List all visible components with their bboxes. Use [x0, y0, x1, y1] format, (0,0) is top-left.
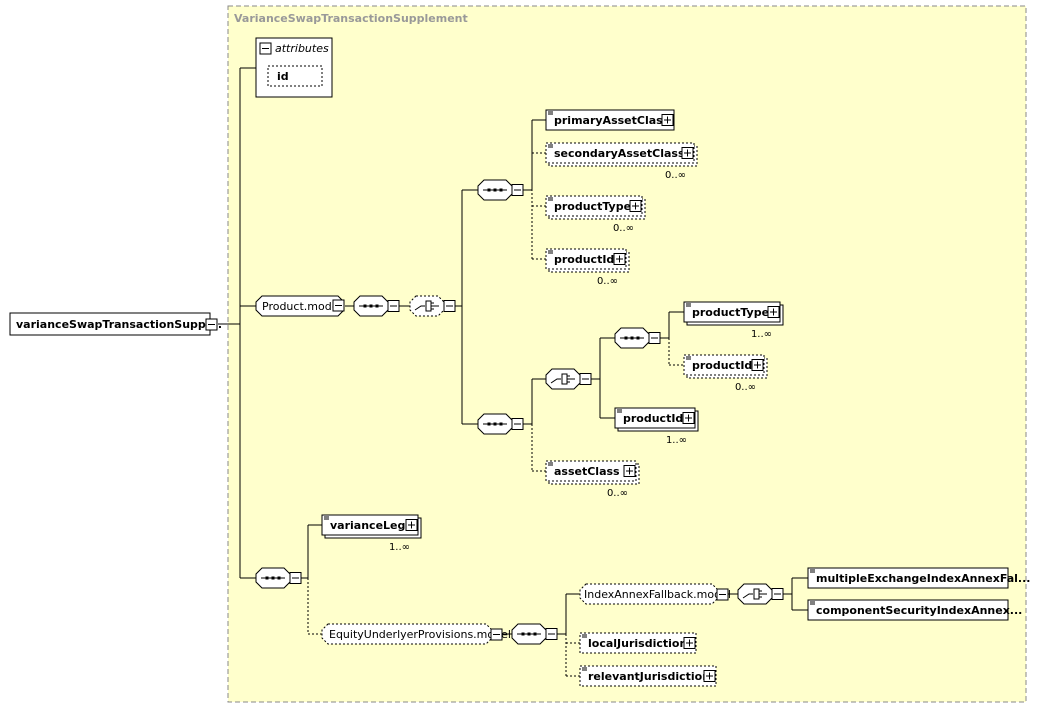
group-equity-label: EquityUnderlyerProvisions.model: [329, 628, 511, 641]
element-relevant-jurisdiction[interactable]: relevantJurisdiction: [579, 665, 717, 687]
element-label: productType: [554, 200, 631, 213]
element-asset-class[interactable]: assetClass 0..∞: [545, 460, 640, 499]
cardinality-label: 0..∞: [607, 488, 628, 499]
root-element[interactable]: varianceSwapTransactionSuppl...: [9, 312, 222, 336]
cardinality-label: 1..∞: [389, 542, 410, 553]
cardinality-label: 0..∞: [613, 223, 634, 234]
sequence-compositor[interactable]: [353, 295, 400, 317]
element-product-type-1[interactable]: productType 0..∞: [545, 195, 646, 234]
element-label: primaryAssetClass: [554, 114, 670, 127]
element-label: localJurisdiction: [588, 637, 687, 650]
sequence-compositor[interactable]: [477, 413, 524, 435]
element-label: assetClass: [554, 465, 620, 478]
element-label: productType: [692, 306, 769, 319]
element-label: productId: [623, 412, 683, 425]
element-component-security[interactable]: componentSecurityIndexAnnex...: [807, 599, 1022, 621]
element-secondary-asset-class[interactable]: secondaryAssetClass 0..∞: [545, 142, 698, 181]
element-product-id-1[interactable]: productId 0..∞: [545, 248, 630, 287]
cardinality-label: 0..∞: [665, 170, 686, 181]
element-local-jurisdiction[interactable]: localJurisdiction: [579, 632, 697, 654]
element-label: secondaryAssetClass: [554, 147, 685, 160]
sequence-compositor[interactable]: [614, 327, 661, 349]
element-multiple-exchange[interactable]: multipleExchangeIndexAnnexFal...: [807, 567, 1030, 589]
optional-connectors: [307, 152, 684, 677]
element-label: componentSecurityIndexAnnex...: [816, 604, 1022, 617]
choice-compositor[interactable]: [545, 368, 592, 390]
element-label: productId: [554, 253, 614, 266]
sequence-compositor[interactable]: [511, 623, 558, 645]
container-title: VarianceSwapTransactionSupplement: [234, 12, 468, 25]
group-equity-underlyer-provisions[interactable]: EquityUnderlyerProvisions.model: [321, 623, 511, 645]
element-label: multipleExchangeIndexAnnexFal...: [816, 572, 1030, 585]
cardinality-label: 0..∞: [597, 276, 618, 287]
element-label: relevantJurisdiction: [588, 670, 710, 683]
group-product-model[interactable]: Product.model: [255, 295, 345, 317]
attributes-group: attributes id: [255, 37, 333, 98]
element-product-id-3[interactable]: productId 1..∞: [614, 407, 699, 446]
attribute-id-label: id: [277, 70, 289, 83]
sequence-compositor[interactable]: [255, 567, 302, 589]
attributes-header: attributes: [275, 42, 329, 55]
root-element-label: varianceSwapTransactionSuppl...: [16, 318, 222, 331]
element-label: productId: [692, 359, 752, 372]
cardinality-label: 0..∞: [735, 382, 756, 393]
choice-compositor[interactable]: [737, 583, 784, 605]
group-index-annex-label: IndexAnnexFallback.model: [584, 588, 731, 601]
group-index-annex-fallback[interactable]: IndexAnnexFallback.model: [579, 583, 731, 605]
elements: primaryAssetClass secondaryAssetClass 0..∞…: [321, 109, 1030, 687]
element-product-id-2[interactable]: productId 0..∞: [683, 354, 768, 393]
element-label: varianceLeg: [330, 519, 405, 532]
element-product-type-2[interactable]: productType 1..∞: [683, 301, 784, 340]
element-primary-asset-class[interactable]: primaryAssetClass: [545, 109, 675, 131]
cardinality-label: 1..∞: [751, 329, 772, 340]
element-variance-leg[interactable]: varianceLeg 1..∞: [321, 514, 422, 553]
choice-compositor[interactable]: [409, 295, 456, 317]
cardinality-label: 1..∞: [666, 435, 687, 446]
sequence-compositor[interactable]: [477, 179, 524, 201]
attribute-id[interactable]: [267, 65, 323, 87]
group-product-model-label: Product.model: [262, 300, 342, 313]
compositors: [255, 179, 784, 645]
